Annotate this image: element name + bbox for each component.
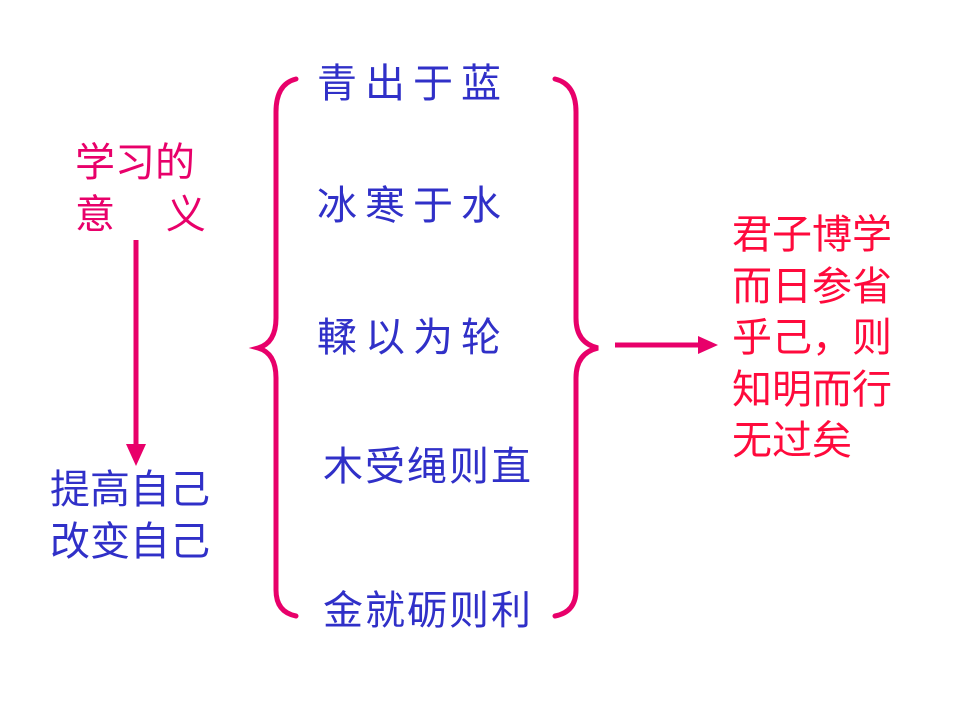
right-brace bbox=[552, 76, 599, 619]
meaning-label: 学习的 意 义 bbox=[75, 140, 206, 238]
conclusion-text: 君子博学 而日参省 乎己，则 知明而行 无过矣 bbox=[732, 212, 892, 465]
right-arrow-head bbox=[698, 336, 718, 354]
phrase-1: 青出于蓝 bbox=[317, 61, 509, 107]
down-arrow-head bbox=[126, 444, 146, 466]
left-brace bbox=[248, 76, 299, 619]
phrase-5: 金就砺则利 bbox=[323, 588, 533, 634]
phrase-4: 木受绳则直 bbox=[323, 444, 533, 490]
phrase-3: 輮以为轮 bbox=[317, 315, 509, 361]
phrase-2: 冰寒于水 bbox=[317, 183, 509, 229]
result-label: 提高自己 改变自己 bbox=[50, 467, 210, 565]
